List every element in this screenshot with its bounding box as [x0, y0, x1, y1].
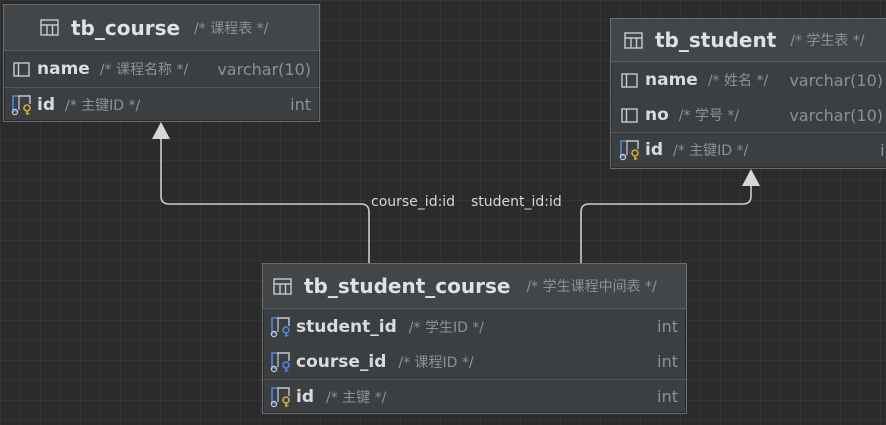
column-row[interactable]: id /* 主键ID */ int [611, 132, 886, 167]
column-type: int [657, 352, 678, 371]
key-column-icon [270, 386, 290, 407]
column-row[interactable]: student_id /* 学生ID */ int [263, 309, 686, 344]
column-type: varchar(10) [789, 105, 883, 125]
column-icon [13, 61, 30, 77]
column-comment: /* 主键 */ [326, 389, 387, 406]
column-comment: /* 主键ID */ [65, 97, 141, 114]
link-student-line [580, 186, 752, 264]
table-header[interactable]: tb_course /* 课程表 */ [4, 5, 319, 51]
column-type: int [657, 387, 678, 406]
table-tb-student[interactable]: tb_student /* 学生表 */ name /* 姓名 */ varch… [610, 18, 886, 169]
column-comment: /* 姓名 */ [707, 73, 769, 89]
column-row[interactable]: no /* 学号 */ varchar(10) [611, 98, 886, 132]
column-name: student_id [296, 316, 397, 337]
column-comment: /* 课程ID */ [398, 354, 474, 371]
table-title: tb_course [71, 15, 181, 40]
link-course-line [160, 138, 370, 264]
column-comment: /* 课程名称 */ [99, 62, 189, 78]
column-icon [621, 107, 638, 123]
column-name: id [645, 140, 663, 160]
column-row[interactable]: id /* 主键 */ int [263, 379, 686, 413]
table-icon [40, 19, 59, 36]
column-name: course_id [296, 351, 387, 372]
link-course-arrowhead [152, 122, 170, 139]
column-type: varchar(10) [217, 59, 311, 79]
table-header[interactable]: tb_student_course /* 学生课程中间表 */ [263, 264, 686, 309]
table-comment: /* 学生课程中间表 */ [526, 279, 657, 295]
key-column-icon [619, 140, 639, 161]
table-tb-course[interactable]: tb_course /* 课程表 */ name /* 课程名称 */ varc… [3, 4, 320, 122]
column-row[interactable]: id /* 主键ID */ int [4, 87, 319, 121]
foreign-key-column-icon [270, 316, 290, 337]
table-comment: /* 学生表 */ [790, 33, 865, 49]
table-icon [273, 277, 292, 295]
key-column-icon [11, 94, 31, 115]
column-type: int [880, 140, 886, 160]
column-name: name [645, 70, 698, 90]
column-name: id [37, 94, 55, 115]
column-type: varchar(10) [789, 70, 883, 90]
column-row[interactable]: course_id /* 课程ID */ int [263, 344, 686, 379]
table-title: tb_student [655, 28, 777, 52]
table-tb-student-course[interactable]: tb_student_course /* 学生课程中间表 */ student_… [262, 263, 687, 414]
column-name: name [37, 59, 90, 79]
table-icon [624, 31, 643, 49]
table-header[interactable]: tb_student /* 学生表 */ [611, 19, 886, 62]
link-student-arrowhead [742, 169, 760, 186]
column-comment: /* 学生ID */ [408, 319, 485, 336]
foreign-key-column-icon [270, 351, 290, 372]
table-title: tb_student_course [304, 274, 511, 298]
link-label-student: student_id:id [471, 194, 562, 210]
column-comment: /* 主键ID */ [673, 143, 749, 159]
column-name: id [296, 386, 314, 407]
column-comment: /* 学号 */ [678, 108, 740, 124]
column-row[interactable]: name /* 姓名 */ varchar(10) [611, 62, 886, 98]
column-icon [621, 72, 638, 88]
column-type: int [290, 95, 311, 114]
column-type: int [657, 317, 678, 336]
column-name: no [645, 105, 669, 125]
table-comment: /* 课程表 */ [194, 20, 269, 37]
column-row[interactable]: name /* 课程名称 */ varchar(10) [4, 51, 319, 87]
link-label-course: course_id:id [371, 194, 456, 210]
